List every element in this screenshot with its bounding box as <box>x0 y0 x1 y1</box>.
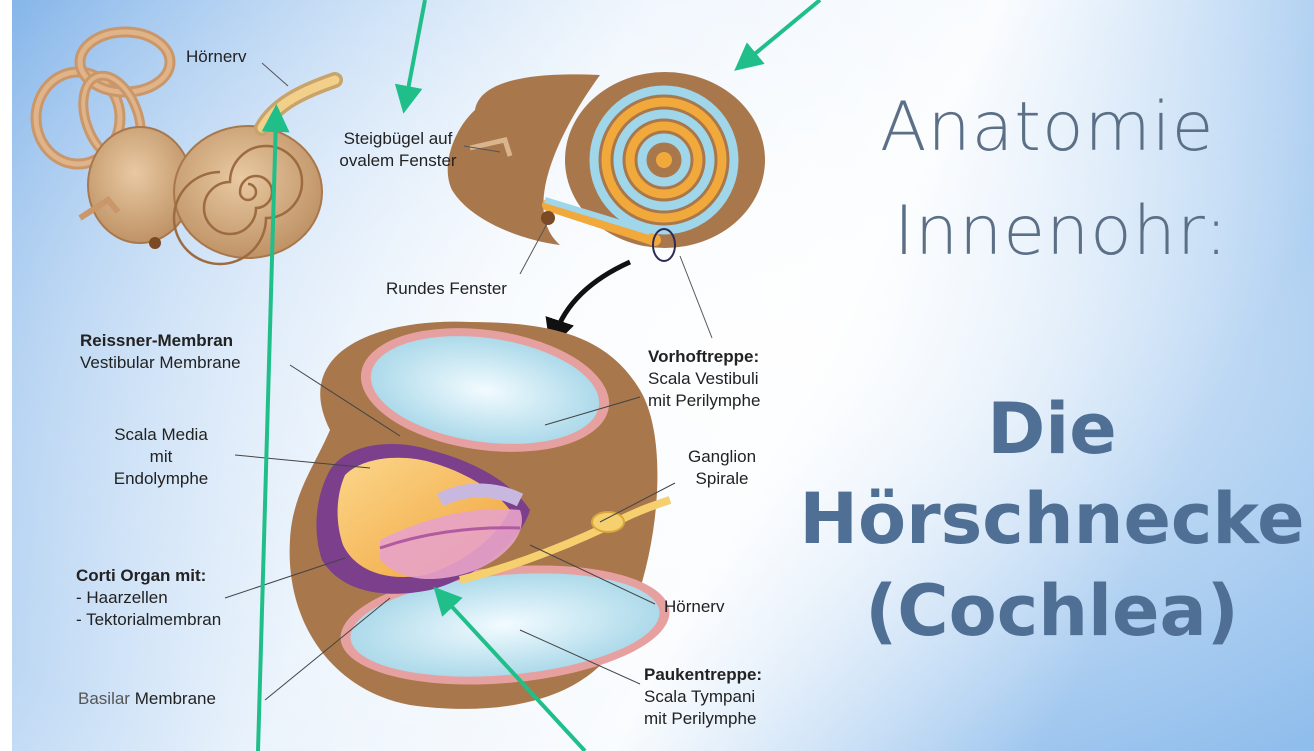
label-steigbuegel: Steigbügel auf ovalem Fenster <box>318 128 478 172</box>
label-ganglion: Ganglion Spirale <box>672 446 772 490</box>
subtitle-line1: Die <box>792 388 1312 470</box>
label-corti-title: Corti Organ mit: <box>76 565 221 587</box>
title-line2: Innenohr: <box>894 192 1229 271</box>
label-basilar-word2: Membrane <box>135 689 216 708</box>
title-line1: Anatomie <box>880 88 1215 167</box>
label-corti-line2: - Tektorialmembran <box>76 609 221 631</box>
label-reissner-title: Reissner-Membran <box>80 330 241 352</box>
label-paukentreppe-title: Paukentreppe: <box>644 664 762 686</box>
label-basilar: Basilar Membrane <box>78 688 216 710</box>
label-reissner: Reissner-Membran Vestibular Membrane <box>80 330 241 374</box>
label-scala-media-line1: Scala Media <box>96 424 226 446</box>
subtitle-line2: Hörschnecke <box>792 478 1312 560</box>
label-hoernerv-mid: Hörnerv <box>664 596 724 618</box>
label-hoernerv-top: Hörnerv <box>186 46 246 68</box>
label-paukentreppe-line1: Scala Tympani <box>644 686 762 708</box>
label-basilar-word1: Basilar <box>78 689 130 708</box>
label-vorhoftreppe-line2: mit Perilymphe <box>648 390 760 412</box>
subtitle-line3: (Cochlea) <box>792 570 1312 652</box>
label-ganglion-line2: Spirale <box>672 468 772 490</box>
label-corti-line1: - Haarzellen <box>76 587 221 609</box>
label-vorhoftreppe: Vorhoftreppe: Scala Vestibuli mit Perily… <box>648 346 760 412</box>
label-steigbuegel-line2: ovalem Fenster <box>318 150 478 172</box>
label-scala-media-line2: mit <box>96 446 226 468</box>
label-reissner-sub: Vestibular Membrane <box>80 352 241 374</box>
label-rundes-fenster: Rundes Fenster <box>386 278 507 300</box>
label-scala-media: Scala Media mit Endolymphe <box>96 424 226 490</box>
label-paukentreppe-line2: mit Perilymphe <box>644 708 762 730</box>
label-corti: Corti Organ mit: - Haarzellen - Tektoria… <box>76 565 221 631</box>
label-paukentreppe: Paukentreppe: Scala Tympani mit Perilymp… <box>644 664 762 730</box>
label-steigbuegel-line1: Steigbügel auf <box>318 128 478 150</box>
label-vorhoftreppe-title: Vorhoftreppe: <box>648 346 760 368</box>
label-scala-media-line3: Endolymphe <box>96 468 226 490</box>
label-vorhoftreppe-line1: Scala Vestibuli <box>648 368 760 390</box>
label-ganglion-line1: Ganglion <box>672 446 772 468</box>
